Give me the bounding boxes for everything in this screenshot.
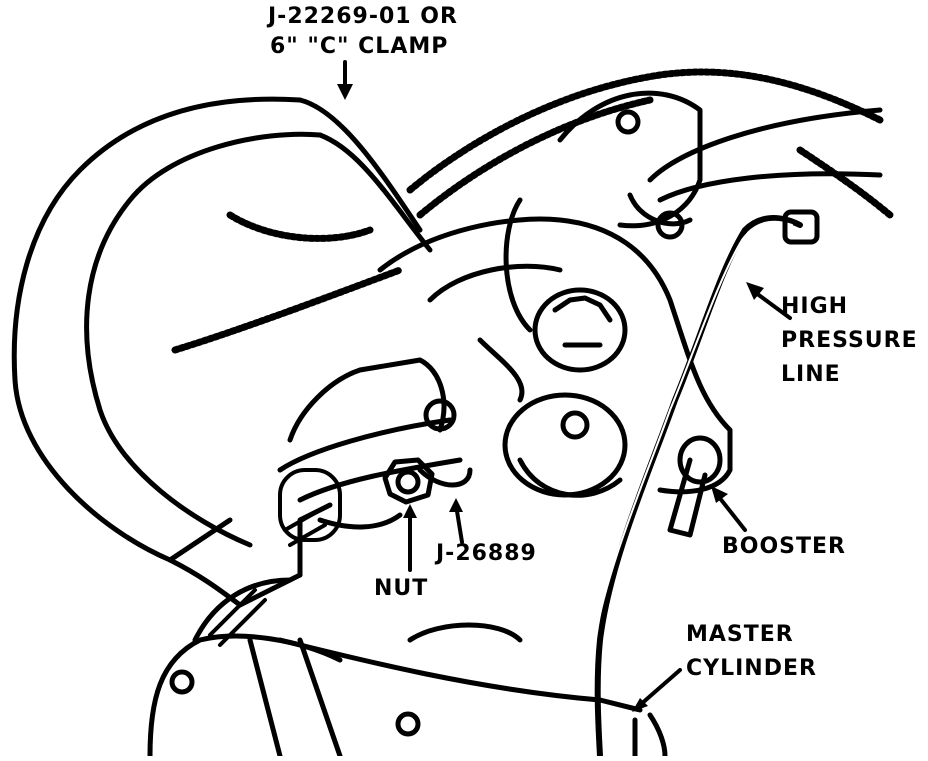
nut-part xyxy=(382,457,435,505)
nut-arrowhead xyxy=(403,504,417,518)
master-cylinder-body xyxy=(147,622,668,759)
booster-label: BOOSTER xyxy=(722,534,846,559)
nut-label: NUT xyxy=(374,576,429,601)
c-clamp xyxy=(11,96,433,643)
clamp-screw xyxy=(208,508,327,647)
high-pressure-label-line3: LINE xyxy=(781,362,841,387)
wiring-harness xyxy=(171,68,894,354)
high-pressure-label-line1: HIGH xyxy=(781,294,849,319)
tool-label: J-26889 xyxy=(436,541,537,566)
leader-arrows xyxy=(337,60,792,712)
j-26889-tool xyxy=(277,357,473,530)
upper-bracket xyxy=(557,90,883,240)
booster-arrowhead xyxy=(711,486,728,503)
high-pressure-label-line2: PRESSURE xyxy=(781,328,918,353)
clamp-label-line1: J-22269-01 OR xyxy=(268,4,458,29)
clamp-label-line2: 6" "C" CLAMP xyxy=(270,34,449,59)
clamp-arrowhead xyxy=(337,84,353,100)
master-leader xyxy=(638,668,682,707)
tool-arrowhead xyxy=(449,498,463,512)
master-cylinder-label-line2: CYLINDER xyxy=(686,656,817,681)
high-pressure-arrowhead xyxy=(746,282,764,300)
booster-body xyxy=(377,197,733,538)
master-cylinder-label-line1: MASTER xyxy=(686,622,794,647)
high-pressure-line-tube xyxy=(590,209,820,759)
master-arrowhead xyxy=(632,698,648,712)
